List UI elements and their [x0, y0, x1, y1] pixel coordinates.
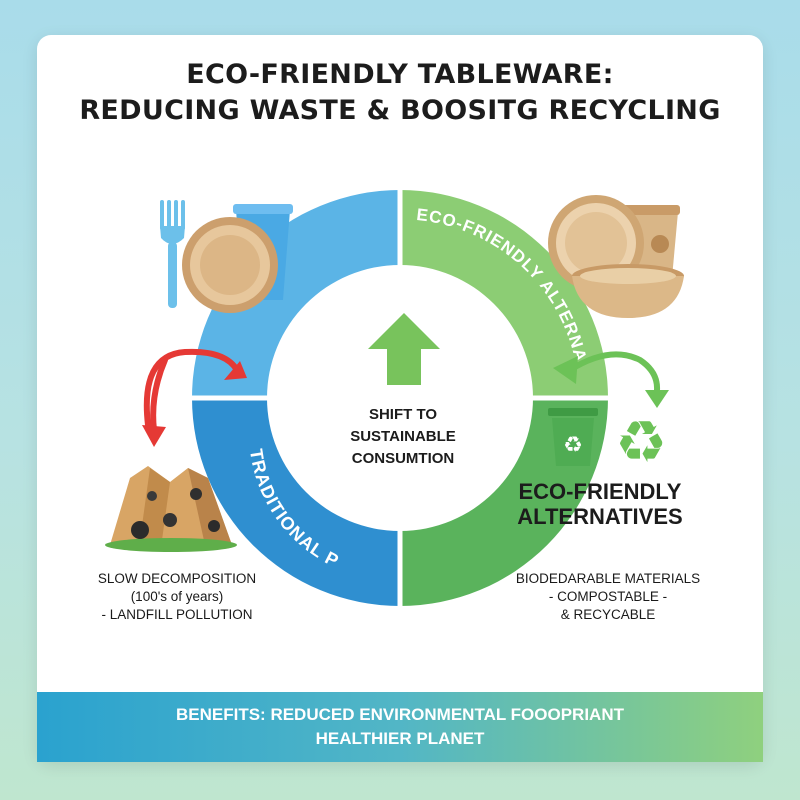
center-text-line-3: CONSUMTION — [352, 450, 455, 467]
fork-icon — [160, 200, 185, 308]
left-caption-line-2: (100's of years) — [130, 589, 224, 604]
plate-icon — [182, 217, 278, 313]
recycle-icon: ♻ — [615, 408, 667, 476]
right-heading-line-1: ECO-FRIENDLY — [519, 479, 682, 504]
svg-text:♻: ♻ — [563, 433, 583, 458]
green-arrow-head — [553, 356, 578, 384]
right-caption-line-3: & RECYCABLE — [560, 607, 656, 622]
bowl-icon — [572, 264, 684, 318]
green-arrow-head — [645, 390, 669, 408]
up-arrow-icon — [368, 313, 440, 385]
landfill-icon — [105, 466, 237, 552]
plate-icon — [548, 195, 644, 291]
recycle-bin-icon: ♻ — [548, 408, 598, 466]
right-caption: BIODEDARABLE MATERIALS - COMPOSTABLE - &… — [498, 570, 718, 624]
page-title: ECO-FRIENDLY TABLEWARE: REDUCING WASTE &… — [37, 57, 763, 129]
infographic-card: ECO-FRIENDLY TABLEWARE: REDUCING WASTE &… — [37, 35, 763, 762]
left-caption-line-1: SLOW DECOMPOSITION — [97, 571, 257, 586]
right-caption-line-1: BIODEDARABLE MATERIALS — [515, 571, 701, 586]
ring-segment-bottom-left — [192, 398, 400, 606]
red-arrow-head — [224, 361, 247, 380]
red-cycle-arrow-icon — [143, 348, 240, 433]
ring-segment-top-left — [192, 190, 400, 398]
center-text-line-1: SHIFT TO — [369, 406, 437, 423]
title-line-1: ECO-FRIENDLY TABLEWARE: — [186, 59, 614, 90]
benefits-banner: BENEFITS: REDUCED ENVIRONMENTAL FOOOPRIA… — [37, 692, 763, 762]
left-caption: SLOW DECOMPOSITION (100's of years) - LA… — [77, 570, 277, 624]
left-caption-line-3: - LANDFILL POLLUTION — [101, 607, 253, 622]
center-text-line-2: SUSTAINABLE — [350, 428, 456, 445]
right-caption-line-2: - COMPOSTABLE - — [548, 589, 668, 604]
svg-text:♻: ♻ — [615, 408, 667, 476]
banner-line-1: BENEFITS: REDUCED ENVIRONMENTAL FOOOPRIA… — [176, 705, 624, 724]
banner-line-2: HEALTHIER PLANET — [315, 729, 485, 748]
ring-segment-top-right — [400, 190, 608, 398]
green-cycle-arrow-icon — [567, 351, 661, 393]
title-line-2: REDUCING WASTE & BOOSITG RECYCLING — [79, 95, 721, 126]
red-arrow-head — [142, 425, 166, 447]
right-heading-line-2: ALTERNATIVES — [517, 504, 682, 529]
